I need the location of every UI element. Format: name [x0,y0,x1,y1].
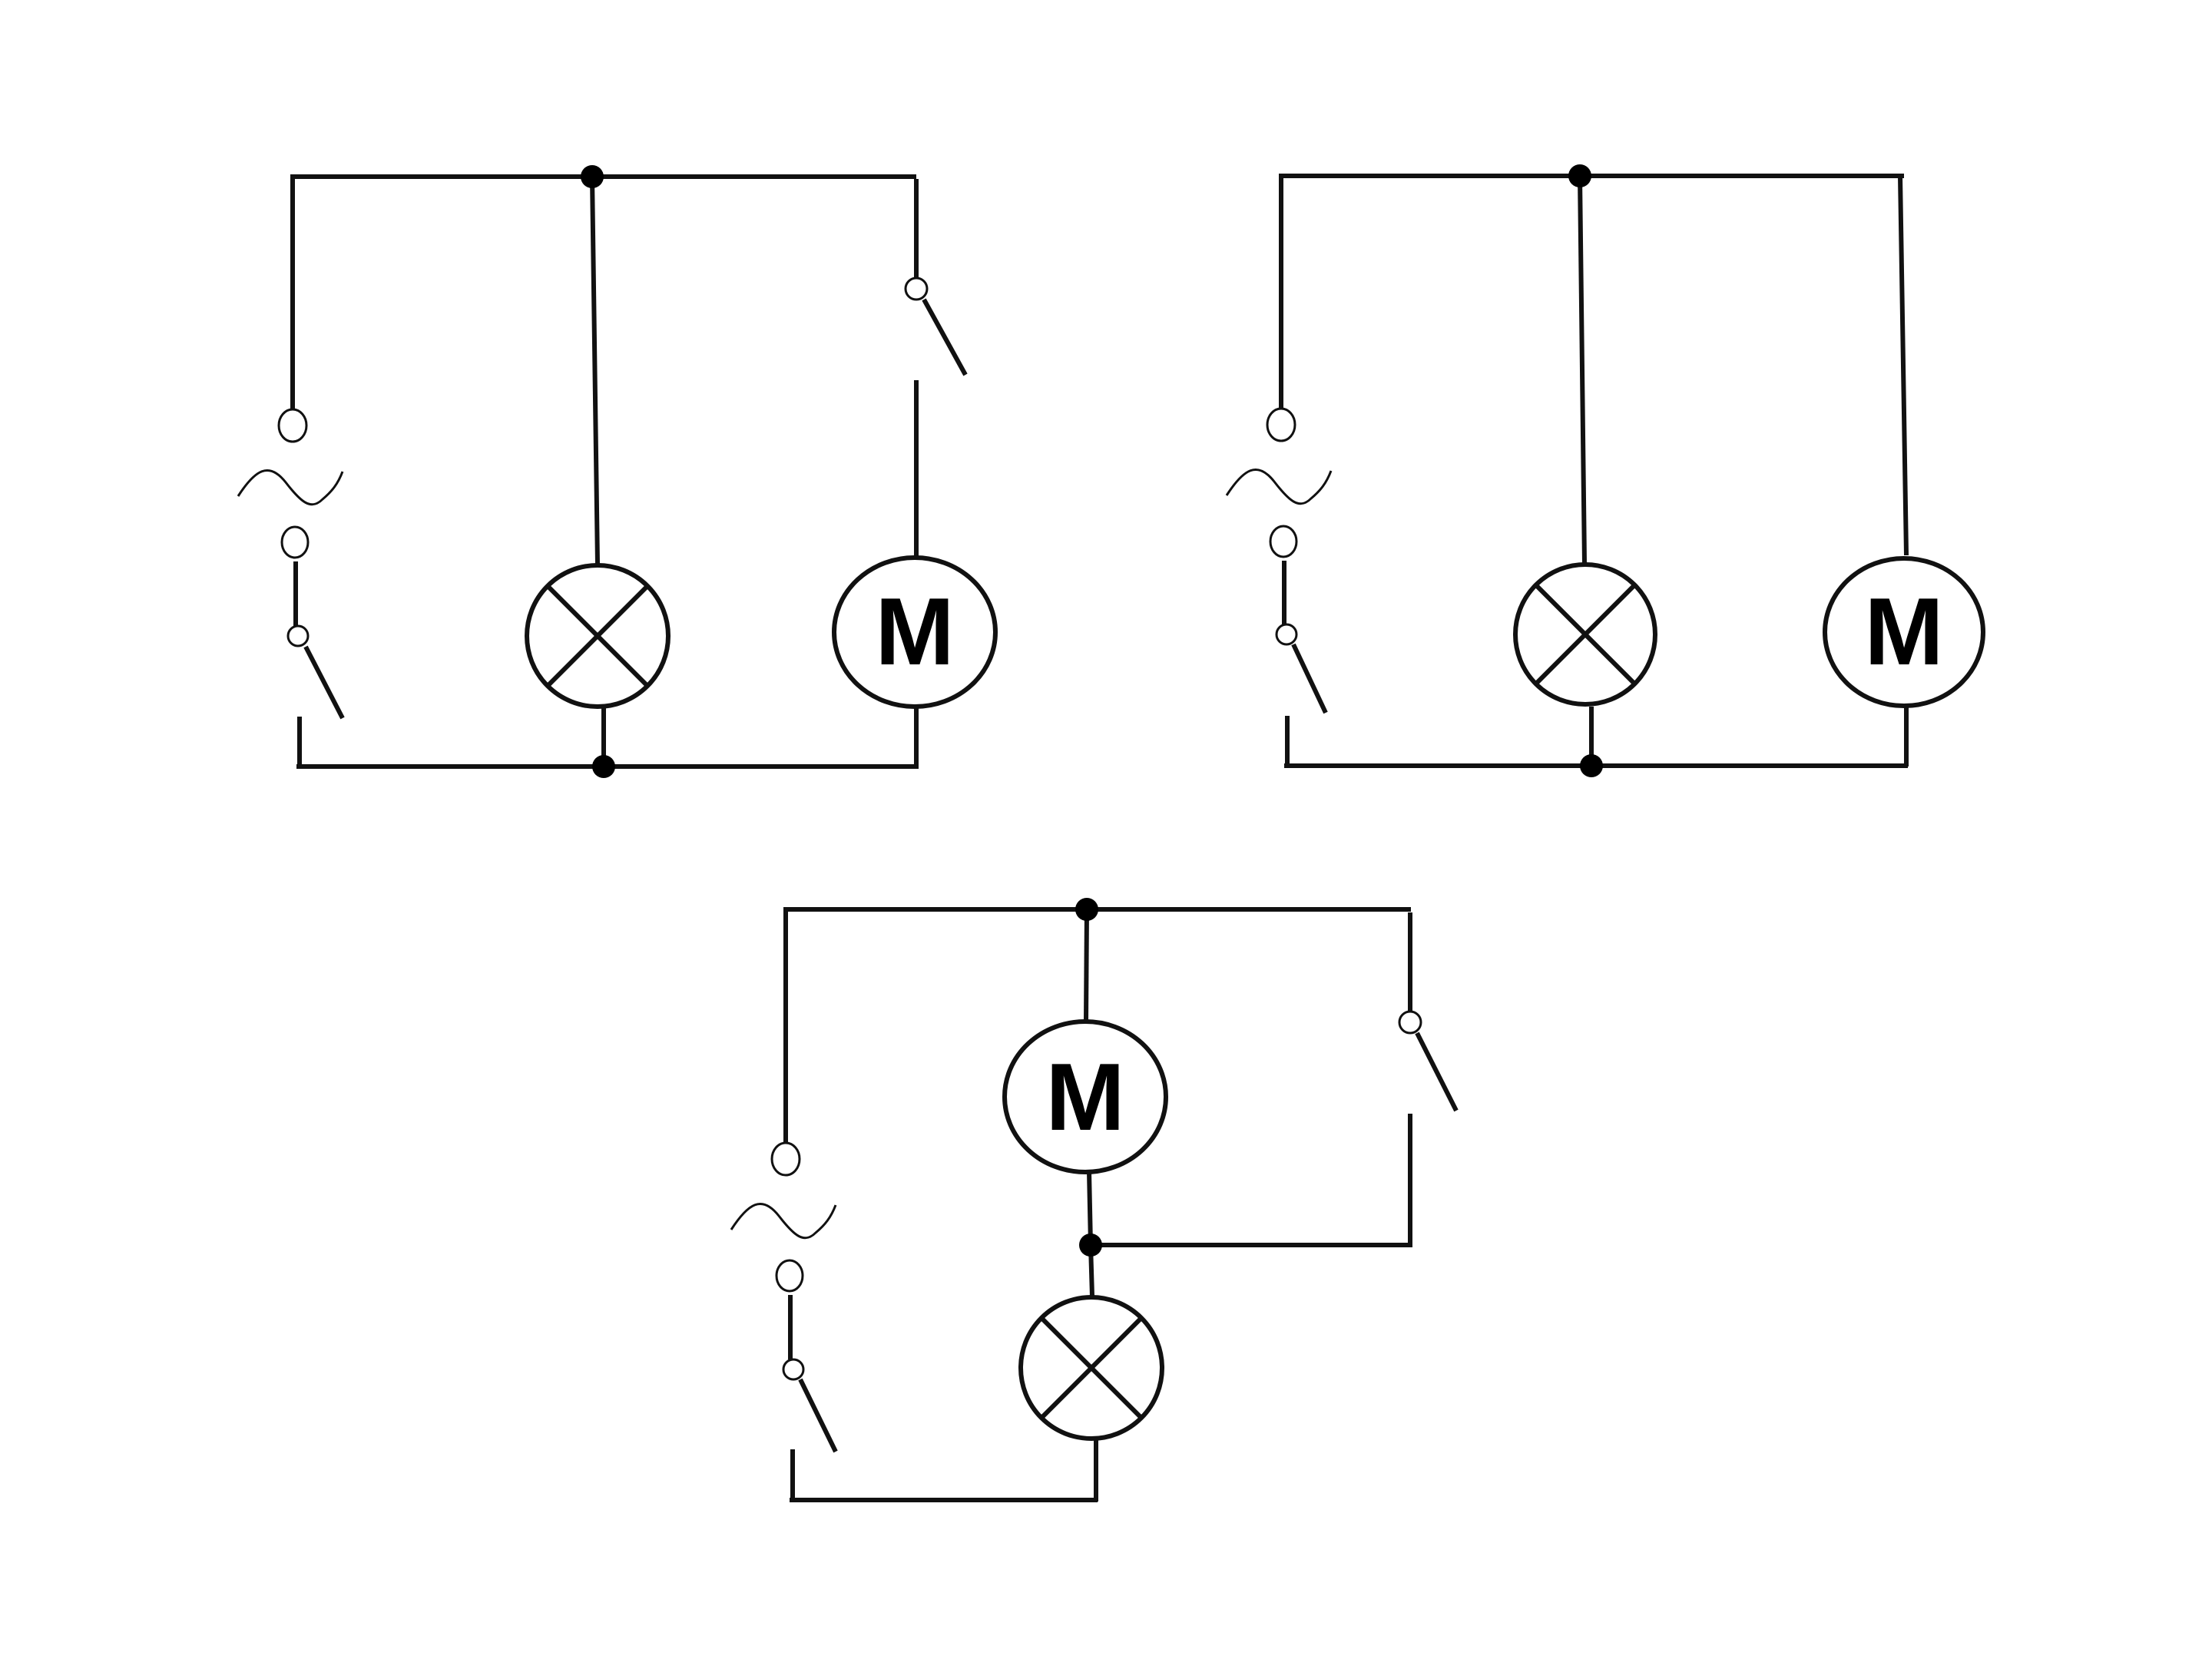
terminal-bottom [775,1259,804,1293]
junction-middle [1079,1233,1102,1257]
motor-label: M [1045,1045,1124,1151]
ac-wave-icon [237,469,344,506]
motor: M [1823,556,1985,708]
motor-switch [904,276,968,376]
terminal-top [277,408,308,443]
circuit-2: M [1225,164,1985,777]
ac-wave-icon [1225,468,1333,505]
junction-top [1075,898,1098,921]
motor: M [1002,1019,1168,1174]
circuit-3: M [730,898,1459,1502]
circuit-1: M [237,165,998,778]
junction-top [1568,164,1591,187]
lamp [525,563,671,709]
junction-top [581,165,604,188]
lamp [1513,562,1657,707]
terminal-top [770,1141,801,1177]
ac-source [730,1141,837,1293]
ac-wave-icon [730,1202,837,1240]
source-switch [782,1295,838,1453]
junction-bottom [1580,754,1603,777]
terminal-bottom [280,525,310,559]
terminal-top [1266,407,1296,442]
ac-source [1225,407,1333,558]
junction-bottom [592,755,615,778]
bypass-switch [1398,1010,1459,1112]
motor-label: M [1864,579,1943,685]
source-switch [286,561,345,720]
terminal-bottom [1269,525,1298,558]
motor-label: M [875,579,954,685]
motor: M [832,555,998,709]
source-switch [1275,561,1328,714]
ac-source [237,408,344,559]
lamp [1018,1295,1164,1441]
